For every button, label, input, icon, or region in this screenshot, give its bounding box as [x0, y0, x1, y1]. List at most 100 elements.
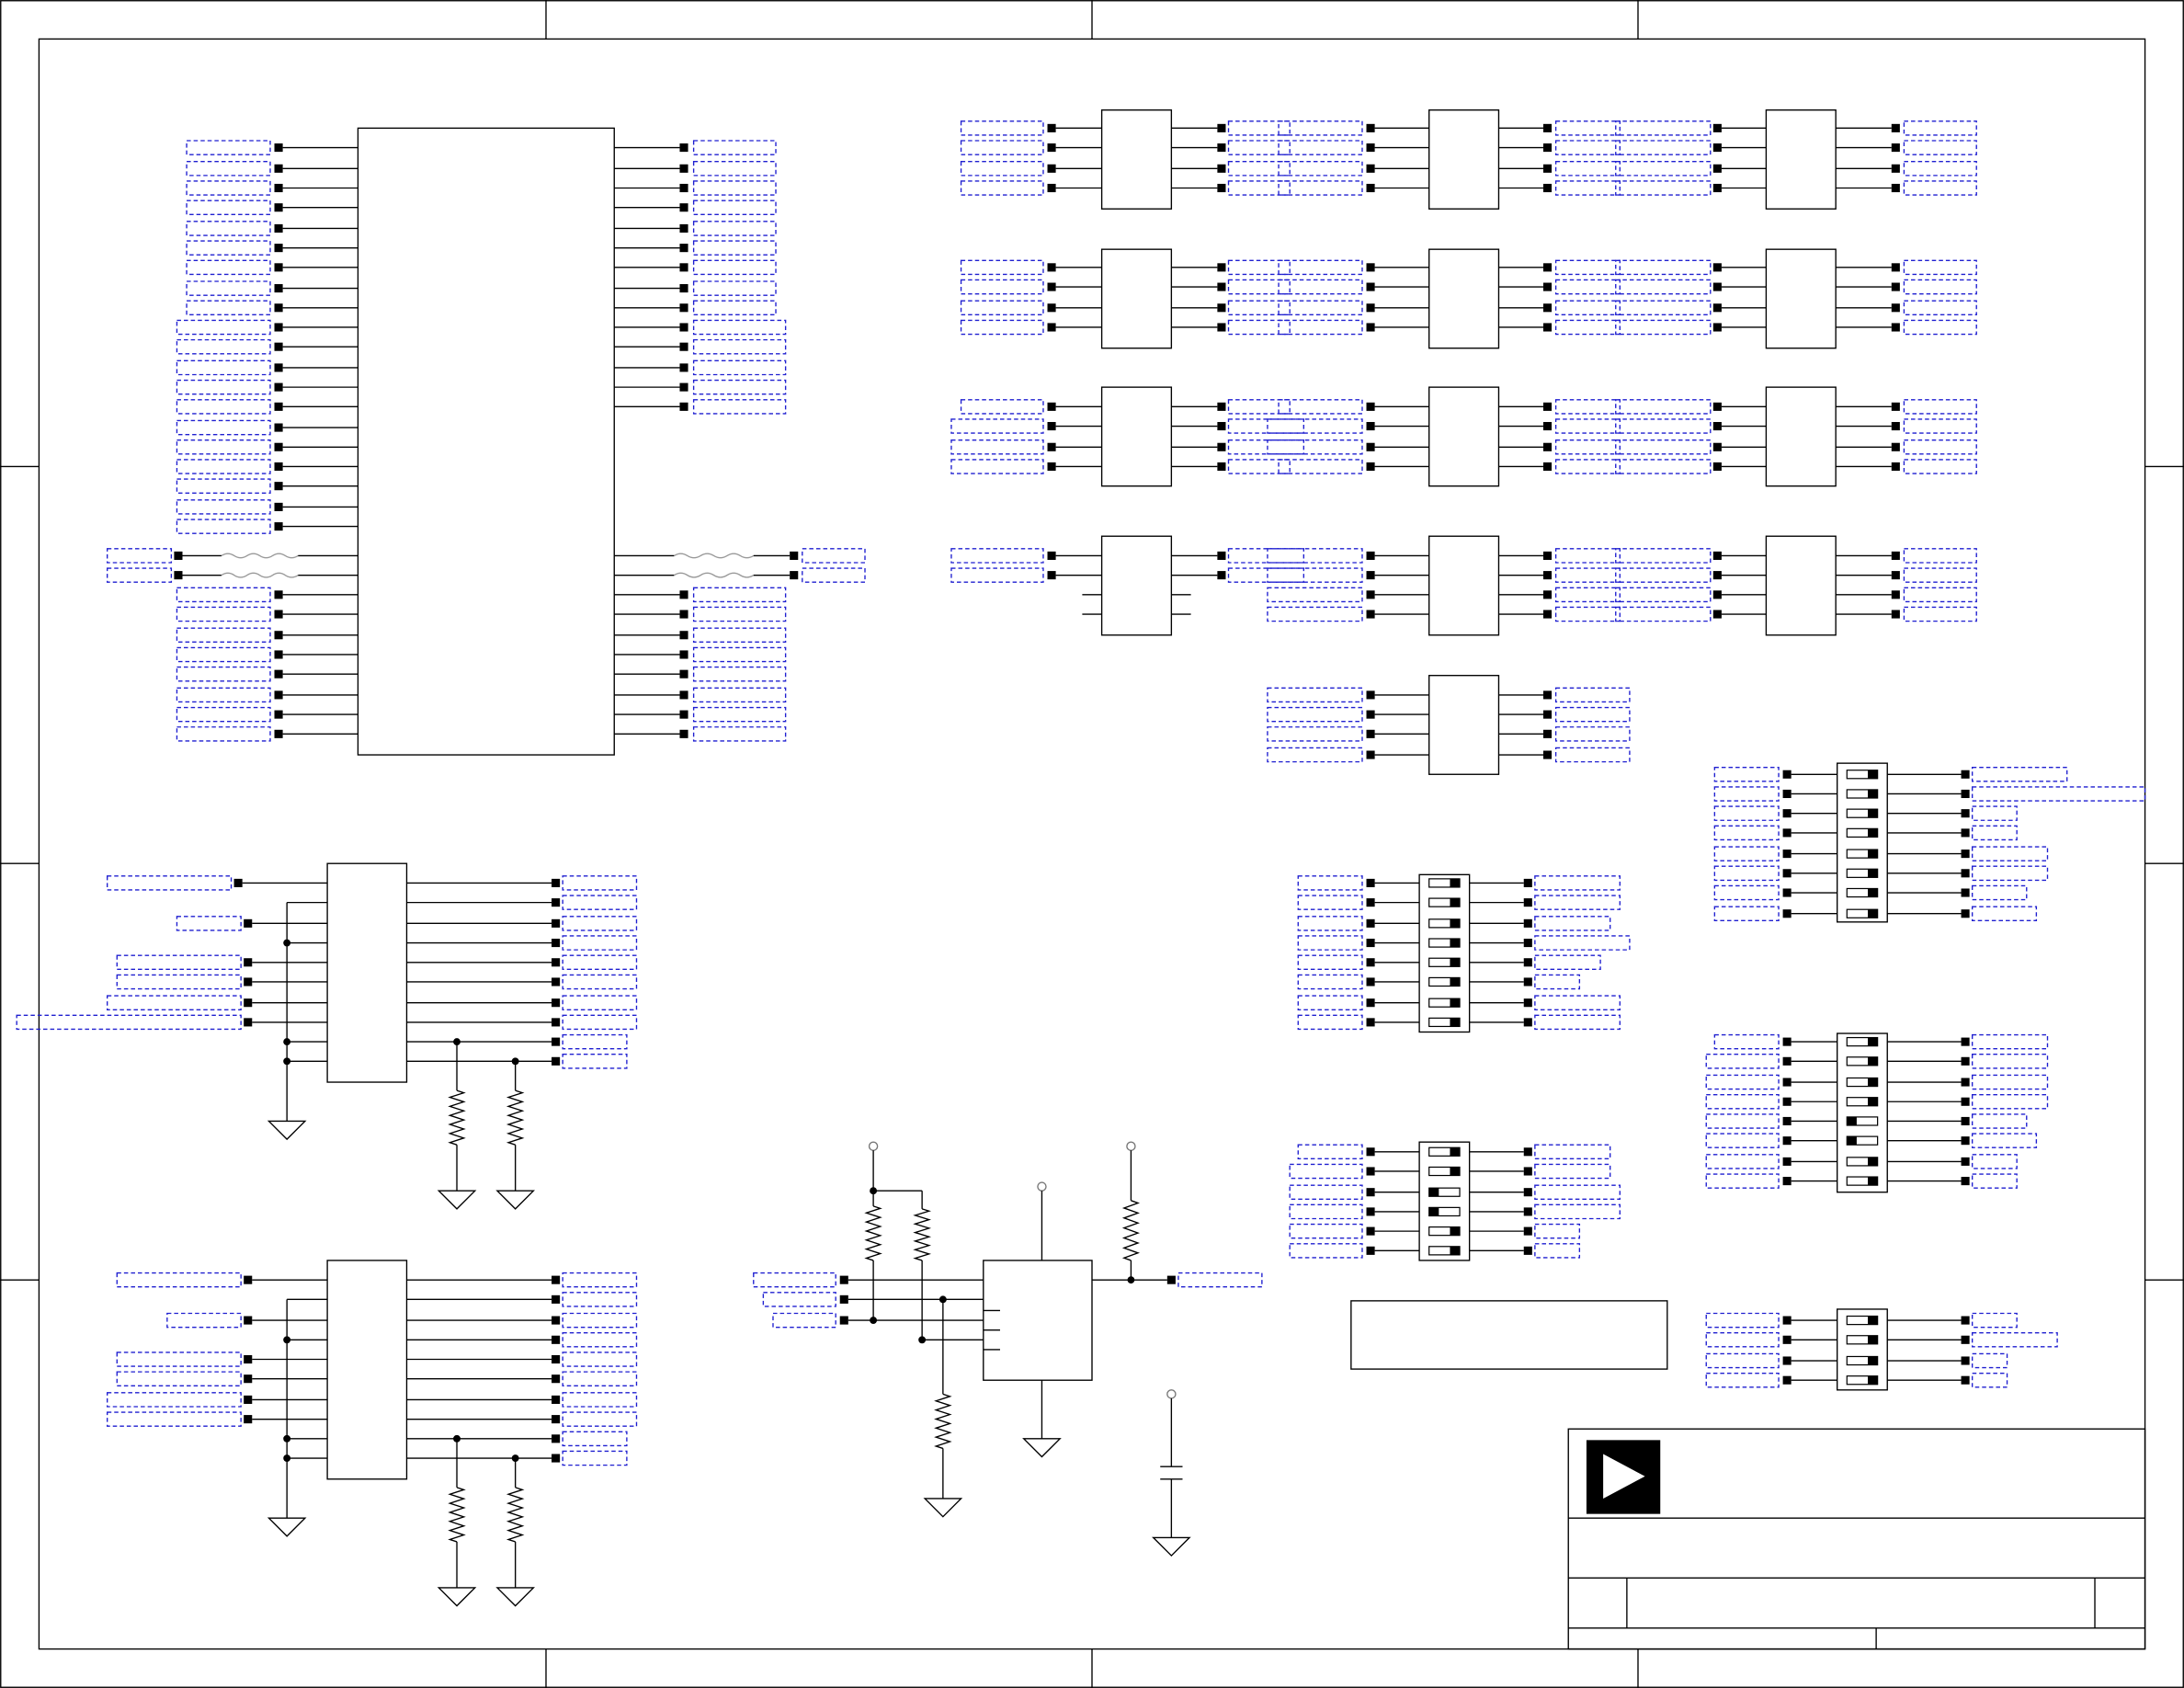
net-label[interactable] [1903, 259, 1977, 276]
net-label[interactable] [1534, 974, 1581, 990]
net-label[interactable] [950, 567, 1044, 583]
switch-toggle[interactable] [1868, 869, 1878, 878]
net-label[interactable] [1713, 767, 1780, 782]
net-label[interactable] [176, 706, 271, 723]
net-label[interactable] [1971, 1352, 2008, 1369]
main-ic[interactable] [106, 127, 866, 756]
dip-switch-sw3[interactable] [1713, 762, 2146, 923]
net-label[interactable] [176, 419, 271, 436]
net-label[interactable] [1705, 1332, 1780, 1348]
net-label[interactable] [1615, 120, 1712, 136]
net-label[interactable] [186, 300, 271, 316]
ground-icon[interactable] [495, 1587, 536, 1607]
net-label[interactable] [1713, 1033, 1780, 1050]
net-label[interactable] [1554, 399, 1621, 415]
ground-icon[interactable] [1152, 1536, 1191, 1557]
switch-toggle[interactable] [1450, 878, 1461, 887]
net-label[interactable] [1705, 1372, 1780, 1388]
net-label[interactable] [692, 606, 787, 622]
net-label[interactable] [1267, 567, 1305, 583]
net-label[interactable] [186, 259, 271, 276]
net-label[interactable] [1297, 1144, 1363, 1160]
net-label[interactable] [1267, 587, 1363, 603]
net-label[interactable] [176, 459, 271, 474]
net-label[interactable] [562, 974, 638, 990]
switch-toggle[interactable] [1450, 1246, 1461, 1255]
net-label[interactable] [1554, 747, 1631, 763]
switch-toggle[interactable] [1450, 918, 1461, 928]
net-label[interactable] [1971, 1332, 2058, 1348]
net-label[interactable] [692, 587, 787, 603]
net-label[interactable] [1554, 300, 1621, 316]
net-label[interactable] [1297, 916, 1363, 931]
net-label[interactable] [186, 180, 271, 196]
switch-toggle[interactable] [1868, 770, 1878, 779]
net-label[interactable] [692, 359, 787, 376]
buffer-ic[interactable] [1428, 535, 1500, 636]
switch-toggle[interactable] [1450, 939, 1461, 948]
net-label[interactable] [1534, 1014, 1621, 1031]
net-label[interactable] [166, 1312, 242, 1329]
ferrite-bead[interactable] [221, 553, 299, 559]
net-label[interactable] [1227, 259, 1291, 276]
net-label[interactable] [1278, 161, 1363, 177]
net-label[interactable] [1534, 1184, 1621, 1200]
net-label[interactable] [176, 666, 271, 682]
power-port-icon[interactable] [1037, 1181, 1047, 1192]
net-label[interactable] [186, 221, 271, 236]
net-label[interactable] [562, 1392, 638, 1408]
switch-toggle[interactable] [1868, 909, 1878, 918]
net-label[interactable] [116, 974, 242, 990]
net-label[interactable] [176, 359, 271, 376]
capacitor[interactable] [1152, 1389, 1191, 1557]
ferrite-bead[interactable] [674, 553, 755, 559]
net-label[interactable] [1554, 567, 1621, 583]
switch-toggle[interactable] [1450, 977, 1461, 987]
net-label[interactable] [1534, 1243, 1581, 1259]
net-label[interactable] [1227, 439, 1363, 455]
net-label[interactable] [692, 221, 777, 236]
net-label[interactable] [176, 687, 271, 703]
buffer-chain-row-2[interactable] [960, 248, 1977, 349]
net-label[interactable] [1903, 459, 1977, 474]
net-label[interactable] [116, 954, 242, 971]
net-label[interactable] [1615, 548, 1712, 564]
buffer-chain-row-5[interactable] [1267, 675, 1631, 775]
switch-toggle[interactable] [1868, 1157, 1878, 1166]
switch-toggle[interactable] [1428, 1188, 1439, 1197]
net-label[interactable] [1297, 995, 1363, 1010]
buffer-ic[interactable] [1100, 248, 1173, 349]
net-label[interactable] [1615, 459, 1712, 474]
net-label[interactable] [176, 606, 271, 622]
net-label[interactable] [1971, 906, 2038, 921]
net-label[interactable] [692, 180, 777, 196]
switch-toggle[interactable] [1450, 958, 1461, 967]
switch-toggle[interactable] [1847, 1136, 1857, 1146]
net-label[interactable] [1267, 726, 1363, 742]
dip-switch-sw2[interactable] [1289, 1141, 1621, 1261]
net-label[interactable] [1227, 120, 1291, 136]
net-label[interactable] [1971, 1312, 2018, 1329]
net-label[interactable] [176, 399, 271, 415]
net-label[interactable] [1227, 161, 1291, 177]
net-label[interactable] [692, 200, 777, 215]
net-label[interactable] [692, 666, 787, 682]
dip-switch-sw5[interactable] [1705, 1308, 2058, 1391]
net-label[interactable] [1903, 548, 1977, 564]
dip-switch-sw1[interactable] [1297, 873, 1631, 1033]
net-label[interactable] [1971, 1372, 2008, 1388]
net-label[interactable] [1615, 140, 1712, 155]
net-label[interactable] [692, 338, 787, 355]
net-label[interactable] [1554, 606, 1621, 622]
net-label[interactable] [1903, 399, 1977, 415]
buffer-ic[interactable] [1428, 108, 1500, 210]
switch-toggle[interactable] [1868, 809, 1878, 818]
switch-toggle[interactable] [1868, 850, 1878, 859]
resistor[interactable] [864, 1205, 882, 1261]
resistor[interactable] [448, 1487, 466, 1543]
switch-toggle[interactable] [1450, 1018, 1461, 1027]
note-box[interactable] [1350, 1300, 1668, 1370]
resistor[interactable] [506, 1487, 525, 1543]
net-label[interactable] [106, 995, 242, 1010]
ground-icon[interactable] [495, 1190, 536, 1210]
